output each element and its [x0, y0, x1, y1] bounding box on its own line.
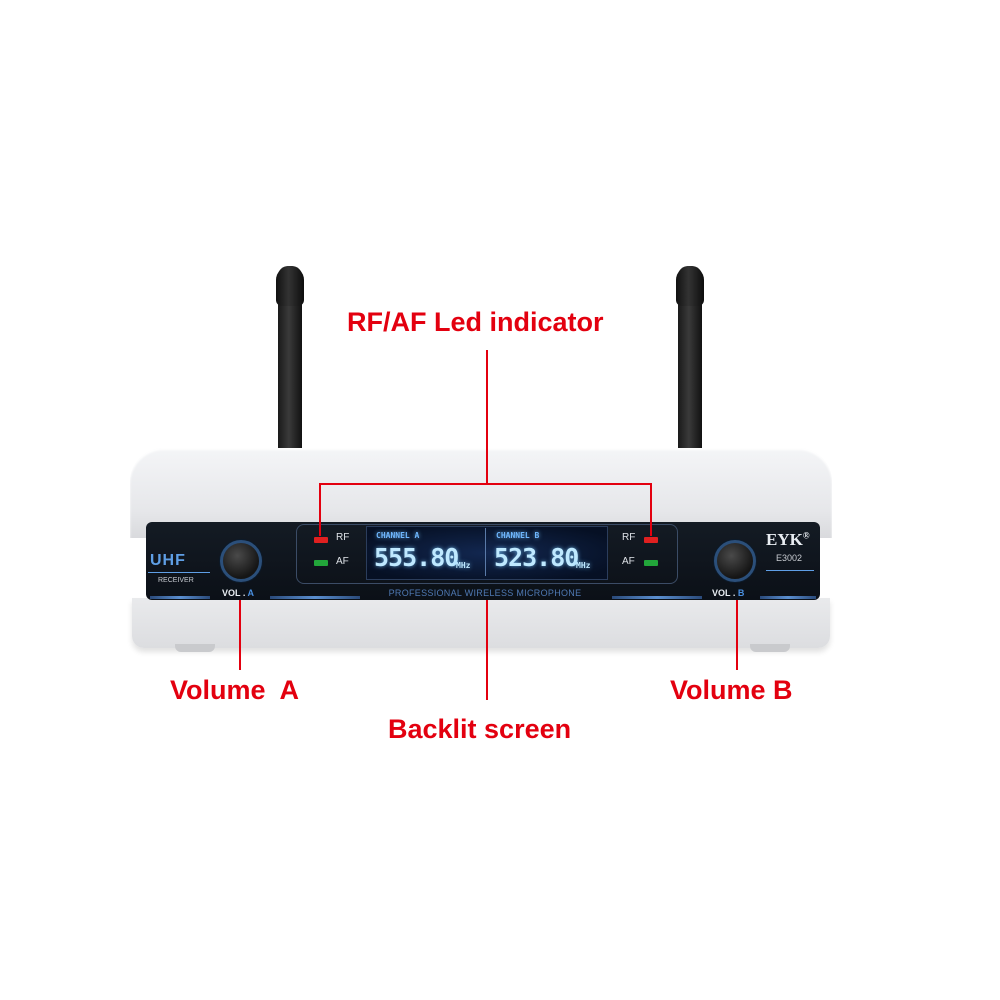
volume-a-knob[interactable]: [220, 540, 262, 582]
vol-a-label: VOL . A: [222, 588, 254, 598]
band-label: UHF: [150, 552, 186, 569]
volume-b-callout: Volume B: [670, 675, 793, 705]
channel-b-label: CHANNEL B: [496, 531, 540, 540]
strip-left-a: [150, 596, 210, 599]
vol-a-letter: A: [247, 588, 255, 598]
channel-a-unit: MHz: [456, 561, 471, 570]
backlit-callout-line: [486, 600, 488, 700]
rf-label-a: RF: [336, 532, 350, 543]
brand-underline: [766, 570, 814, 571]
right-antenna-cap: [676, 266, 704, 306]
af-led-b: [644, 560, 658, 566]
model-label: E3002: [776, 553, 803, 563]
uhf-underline: [148, 572, 210, 573]
strip-right-a: [612, 596, 702, 599]
volume-b-knob[interactable]: [714, 540, 756, 582]
af-label-a: AF: [336, 556, 349, 567]
strip-left-b: [270, 596, 360, 599]
receiver-label: RECEIVER: [158, 577, 194, 584]
top-callout-bar: [319, 483, 652, 485]
vol-a-prefix: VOL .: [222, 588, 246, 598]
vol-b-label: VOL . B: [712, 588, 744, 598]
receiver-foot-left: [175, 644, 215, 652]
af-led-a: [314, 560, 328, 566]
backlit-screen-callout: Backlit screen: [388, 714, 572, 744]
backlit-screen: [366, 526, 608, 580]
lcd-divider: [485, 528, 486, 576]
af-label-b: AF: [622, 556, 635, 567]
rf-led-b: [644, 537, 658, 543]
channel-b-frequency: 523.80: [494, 543, 579, 572]
left-antenna-cap: [276, 266, 304, 306]
top-callout-stem: [486, 350, 488, 484]
strip-right-b: [760, 596, 816, 599]
rf-label-b: RF: [622, 532, 636, 543]
brand-logo: EYK®: [766, 530, 810, 550]
receiver-bottom-shell: [132, 598, 830, 648]
channel-a-frequency: 555.80: [374, 543, 459, 572]
volume-a-callout: Volume A: [170, 675, 300, 705]
volume-a-callout-line: [239, 600, 241, 670]
brand-name: EYK: [766, 530, 803, 549]
rf-af-callout: RF/AF Led indicator: [347, 307, 604, 337]
receiver-foot-right: [750, 644, 790, 652]
channel-b-unit: MHz: [576, 561, 591, 570]
top-callout-left-drop: [319, 483, 321, 536]
vol-b-letter: B: [737, 588, 745, 598]
registered-mark: ®: [802, 530, 810, 541]
right-antenna: [676, 266, 704, 456]
top-callout-right-drop: [650, 483, 652, 536]
vol-b-prefix: VOL .: [712, 588, 736, 598]
strip-text: PROFESSIONAL WIRELESS MICROPHONE: [388, 588, 582, 598]
center-bezel: [296, 524, 678, 584]
volume-b-callout-line: [736, 600, 738, 670]
rf-led-a: [314, 537, 328, 543]
channel-a-label: CHANNEL A: [376, 531, 420, 540]
left-antenna: [276, 266, 304, 456]
